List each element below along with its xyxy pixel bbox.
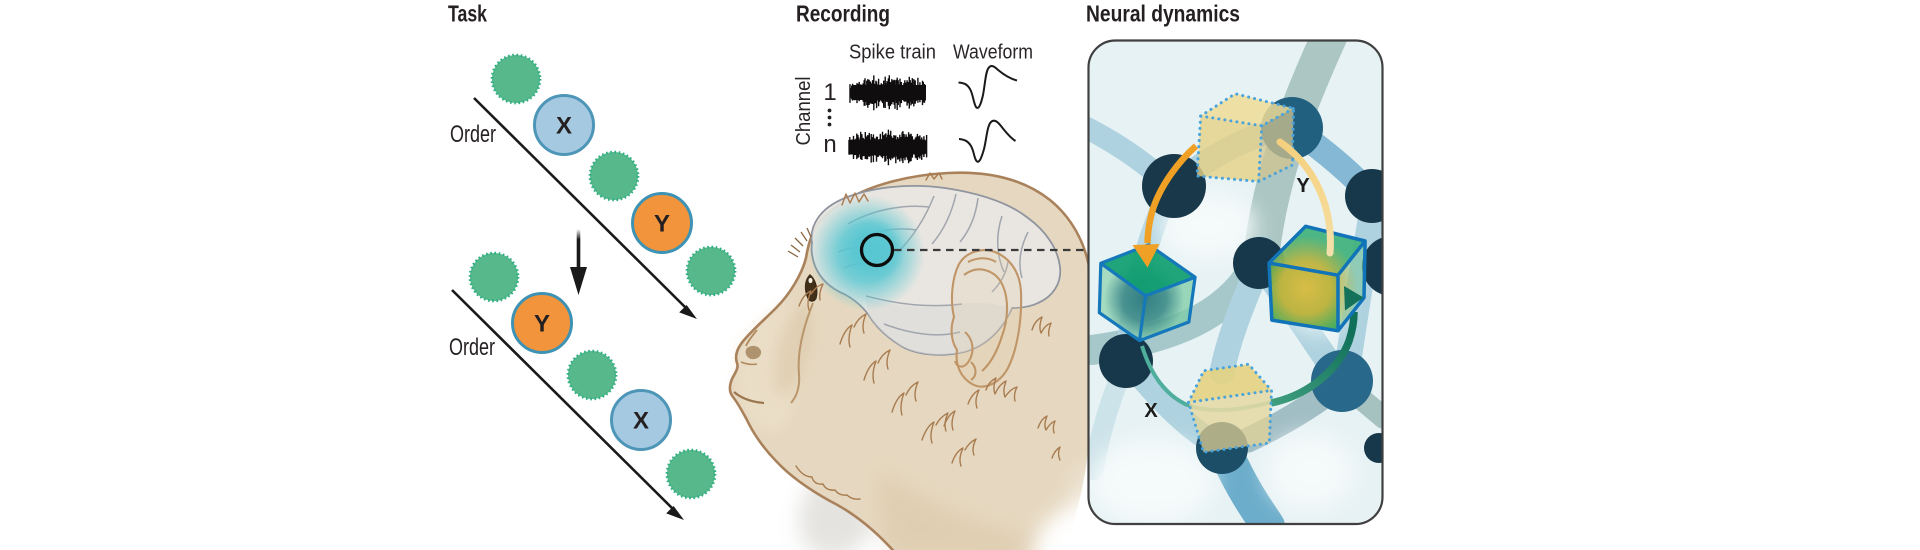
- svg-text:Recording: Recording: [796, 1, 890, 27]
- svg-text:Y: Y: [534, 311, 550, 338]
- svg-text:Neural dynamics: Neural dynamics: [1086, 1, 1240, 27]
- svg-text:X: X: [633, 408, 649, 435]
- svg-text:Waveform: Waveform: [953, 42, 1033, 64]
- svg-text:Y: Y: [654, 211, 670, 238]
- svg-text:n: n: [823, 131, 836, 158]
- svg-text:X: X: [556, 113, 572, 140]
- svg-text:1: 1: [823, 79, 836, 106]
- svg-text:X: X: [1144, 400, 1158, 422]
- svg-text:Spike train: Spike train: [849, 42, 936, 64]
- svg-text:Order: Order: [449, 334, 495, 361]
- svg-text:Channel: Channel: [793, 77, 815, 146]
- svg-text:Task: Task: [448, 1, 487, 27]
- svg-text:Y: Y: [1296, 175, 1310, 197]
- svg-text:Order: Order: [450, 121, 496, 148]
